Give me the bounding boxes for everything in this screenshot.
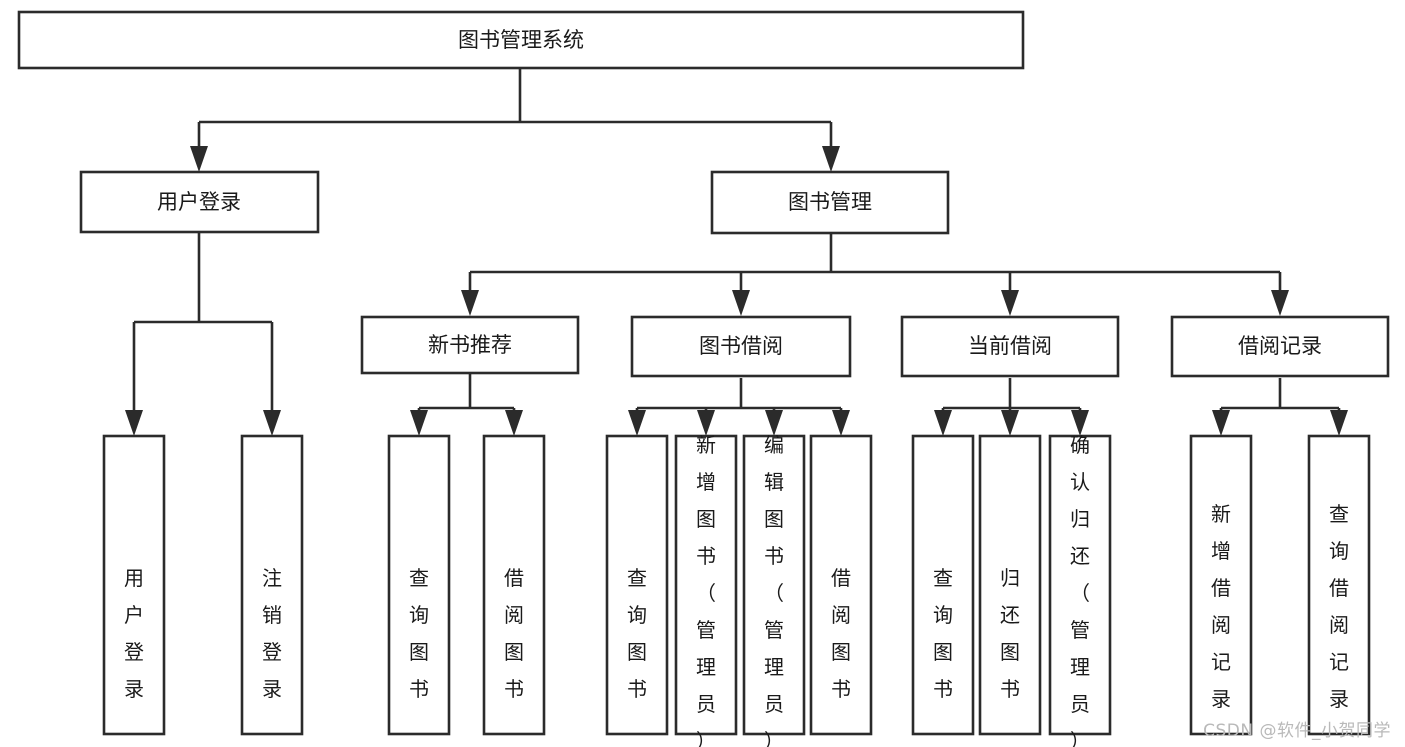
node-book-borrow-label: 图书借阅 bbox=[699, 334, 783, 358]
arrowhead-leaf-user-login bbox=[125, 410, 143, 436]
node-leaf-borrow-book-2-label: 借阅图书 bbox=[831, 566, 851, 701]
arrowhead-leaf-query-book-1 bbox=[410, 410, 428, 436]
node-leaf-query-book-3-label: 查询图书 bbox=[933, 566, 953, 701]
node-leaf-add-book-label: 新增图书（管理员） bbox=[696, 433, 716, 747]
arrowhead-current-borrow bbox=[1001, 290, 1019, 316]
node-leaf-logout-box[interactable] bbox=[240, 434, 304, 736]
node-leaf-logout[interactable]: 注销登录 bbox=[240, 434, 304, 736]
node-leaf-add-book-box[interactable] bbox=[674, 434, 738, 736]
node-book-borrow-box[interactable] bbox=[630, 315, 852, 378]
node-leaf-query-record-box[interactable] bbox=[1307, 434, 1371, 736]
node-leaf-return-book[interactable]: 归还图书 bbox=[978, 434, 1042, 736]
node-leaf-borrow-book-2-box[interactable] bbox=[809, 434, 873, 736]
node-user-login[interactable]: 用户登录 bbox=[79, 170, 320, 234]
node-leaf-add-book[interactable]: 新增图书（管理员） bbox=[674, 433, 738, 747]
arrowhead-book-manage bbox=[822, 146, 840, 172]
node-leaf-query-book-2[interactable]: 查询图书 bbox=[605, 434, 669, 736]
node-leaf-confirm-return-box[interactable] bbox=[1048, 434, 1112, 736]
arrowhead-leaf-query-record bbox=[1330, 410, 1348, 436]
node-borrow-record[interactable]: 借阅记录 bbox=[1170, 315, 1390, 378]
node-current-borrow-box[interactable] bbox=[900, 315, 1120, 378]
node-leaf-borrow-book-1-box[interactable] bbox=[482, 434, 546, 736]
node-book-manage[interactable]: 图书管理 bbox=[710, 170, 950, 235]
node-new-book-recommend-box[interactable] bbox=[360, 315, 580, 375]
node-leaf-query-record-label: 查询借阅记录 bbox=[1329, 502, 1349, 711]
arrowhead-book-borrow bbox=[732, 290, 750, 316]
node-leaf-query-book-2-box[interactable] bbox=[605, 434, 669, 736]
arrowhead-leaf-logout bbox=[263, 410, 281, 436]
node-new-book-recommend[interactable]: 新书推荐 bbox=[360, 315, 580, 375]
node-leaf-logout-label: 注销登录 bbox=[262, 566, 282, 701]
node-leaf-query-book-1-label: 查询图书 bbox=[409, 566, 429, 701]
node-leaf-add-record-box[interactable] bbox=[1189, 434, 1253, 736]
node-leaf-query-book-3-box[interactable] bbox=[911, 434, 975, 736]
node-leaf-user-login-box[interactable] bbox=[102, 434, 166, 736]
node-book-manage-box[interactable] bbox=[710, 170, 950, 235]
arrowhead-leaf-add-book bbox=[697, 410, 715, 436]
node-root-system-box[interactable] bbox=[17, 10, 1025, 70]
node-user-login-box[interactable] bbox=[79, 170, 320, 234]
node-leaf-user-login[interactable]: 用户登录 bbox=[102, 434, 166, 736]
arrowhead-leaf-add-record bbox=[1212, 410, 1230, 436]
node-leaf-borrow-book-1-label: 借阅图书 bbox=[504, 566, 524, 701]
node-current-borrow-label: 当前借阅 bbox=[968, 334, 1052, 358]
node-user-login-label: 用户登录 bbox=[157, 190, 241, 214]
node-root-system[interactable]: 图书管理系统 bbox=[17, 10, 1025, 70]
node-leaf-query-record[interactable]: 查询借阅记录 bbox=[1307, 434, 1371, 736]
node-leaf-return-book-label: 归还图书 bbox=[1000, 566, 1020, 701]
node-leaf-query-book-1[interactable]: 查询图书 bbox=[387, 434, 451, 736]
node-leaf-user-login-label: 用户登录 bbox=[124, 566, 144, 701]
node-leaf-query-book-1-box[interactable] bbox=[387, 434, 451, 736]
node-book-borrow[interactable]: 图书借阅 bbox=[630, 315, 852, 378]
node-leaf-confirm-return-label: 确认归还（管理员） bbox=[1070, 433, 1090, 747]
node-leaf-query-book-3[interactable]: 查询图书 bbox=[911, 434, 975, 736]
arrowhead-leaf-query-book-2 bbox=[628, 410, 646, 436]
node-leaf-borrow-book-2[interactable]: 借阅图书 bbox=[809, 434, 873, 736]
connector-layer bbox=[125, 68, 1348, 436]
node-leaf-add-record-label: 新增借阅记录 bbox=[1211, 502, 1231, 711]
node-leaf-edit-book[interactable]: 编辑图书（管理员） bbox=[742, 433, 806, 747]
node-root-system-label: 图书管理系统 bbox=[458, 28, 584, 52]
node-leaf-borrow-book-1[interactable]: 借阅图书 bbox=[482, 434, 546, 736]
arrowhead-leaf-confirm-return bbox=[1071, 410, 1089, 436]
node-leaf-edit-book-label: 编辑图书（管理员） bbox=[764, 433, 784, 747]
node-leaf-query-book-2-label: 查询图书 bbox=[627, 566, 647, 701]
node-leaf-confirm-return[interactable]: 确认归还（管理员） bbox=[1048, 433, 1112, 747]
node-borrow-record-box[interactable] bbox=[1170, 315, 1390, 378]
node-current-borrow[interactable]: 当前借阅 bbox=[900, 315, 1120, 378]
arrowhead-leaf-query-book-3 bbox=[934, 410, 952, 436]
arrowhead-new-book bbox=[461, 290, 479, 316]
node-leaf-add-record[interactable]: 新增借阅记录 bbox=[1189, 434, 1253, 736]
node-new-book-recommend-label: 新书推荐 bbox=[428, 333, 512, 357]
arrowhead-leaf-return-book bbox=[1001, 410, 1019, 436]
node-book-manage-label: 图书管理 bbox=[788, 190, 872, 214]
arrowhead-leaf-edit-book bbox=[765, 410, 783, 436]
node-borrow-record-label: 借阅记录 bbox=[1238, 334, 1322, 358]
arrowhead-leaf-borrow-book-1 bbox=[505, 410, 523, 436]
arrowhead-user-login bbox=[190, 146, 208, 172]
node-leaf-edit-book-box[interactable] bbox=[742, 434, 806, 736]
node-leaf-return-book-box[interactable] bbox=[978, 434, 1042, 736]
arrowhead-leaf-borrow-book-2 bbox=[832, 410, 850, 436]
arrowhead-borrow-record bbox=[1271, 290, 1289, 316]
